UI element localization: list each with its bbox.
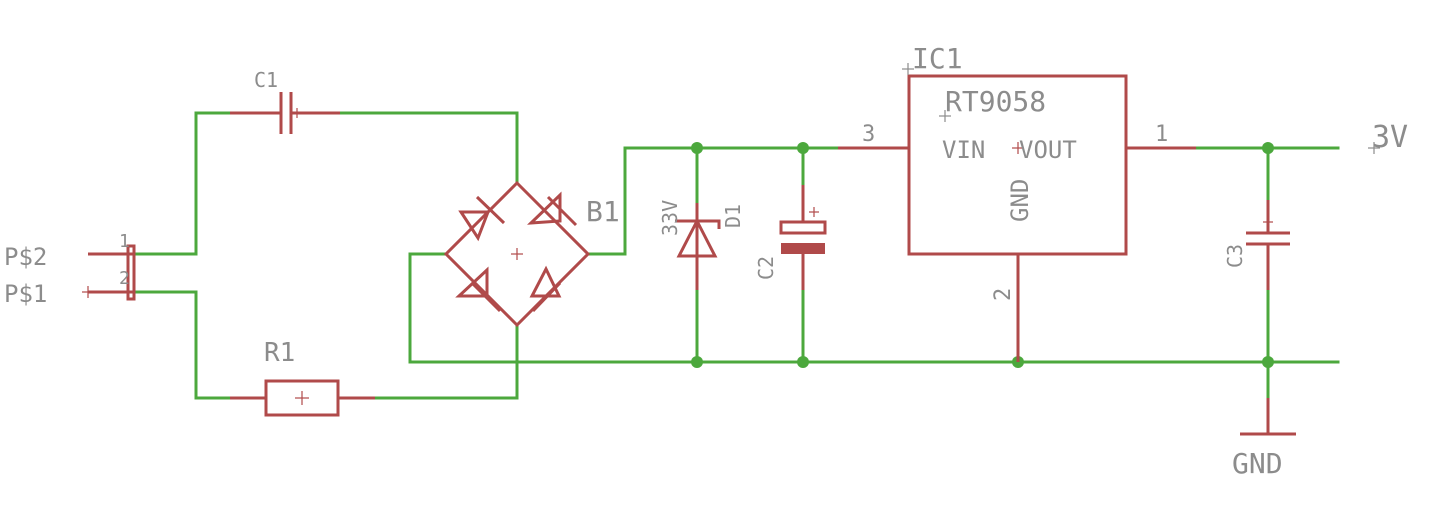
junction-dot	[691, 142, 703, 154]
bridge-diode	[529, 265, 562, 298]
ground-net-label: GND	[1232, 447, 1283, 480]
wire-p2-c1	[133, 111, 232, 256]
output-net-label: 3V	[1372, 120, 1408, 155]
resistor-r1: R1	[230, 338, 375, 417]
junction-dot	[691, 356, 703, 368]
c2-label: C2	[754, 256, 778, 280]
connector-pin-a-label: P$2	[4, 243, 47, 271]
ic1-vout-label: VOUT	[1019, 136, 1077, 164]
junction-dot	[1262, 142, 1274, 154]
bridge-diode	[458, 210, 491, 242]
ic1-value-label: RT9058	[945, 85, 1046, 118]
bridge-diode	[526, 191, 562, 225]
ic1-pin2-number: 2	[991, 288, 1016, 301]
ic1-label: IC1	[912, 42, 963, 75]
junction-dot	[797, 356, 809, 368]
d1-label: D1	[721, 204, 745, 228]
c3-label: C3	[1223, 244, 1247, 268]
ic1-vin-label: VIN	[942, 136, 985, 164]
junction-dot	[797, 142, 809, 154]
connector-pin-b-label: P$1	[4, 280, 47, 308]
wire-r1-bridge	[373, 323, 519, 400]
wires	[133, 111, 1340, 400]
b1-label: B1	[586, 195, 620, 228]
d1-value-label: 33V	[658, 200, 682, 236]
wire-bridge-pos	[586, 146, 840, 256]
ground-symbol: GND	[1232, 398, 1296, 480]
wire-c1-bridge	[338, 111, 519, 185]
regulator-ic1: IC1 RT9058 VIN VOUT GND 3 1 2	[838, 42, 1196, 362]
connector: P$2 P$1 1 2	[4, 231, 136, 308]
wire-p1-r1	[133, 290, 232, 400]
ic1-gnd-label: GND	[1006, 179, 1034, 222]
connector-pin-num-2: 2	[119, 268, 130, 289]
capacitor-c1: C1	[230, 68, 340, 134]
capacitor-c2: C2	[754, 185, 827, 290]
wire-bridge-neg	[408, 252, 1340, 364]
c1-label: C1	[254, 68, 278, 92]
ic1-pin3-number: 3	[862, 122, 875, 147]
junction-dot	[1262, 356, 1274, 368]
ic1-pin1-number: 1	[1155, 122, 1168, 147]
supply-3v: 3V	[1368, 120, 1408, 155]
capacitor-c3: C3	[1223, 200, 1290, 290]
r1-label: R1	[264, 338, 295, 368]
bridge-rectifier-b1: B1	[443, 180, 620, 328]
connector-pin-num-1: 1	[119, 231, 130, 252]
zener-diode-d1: 33V D1	[658, 200, 745, 290]
